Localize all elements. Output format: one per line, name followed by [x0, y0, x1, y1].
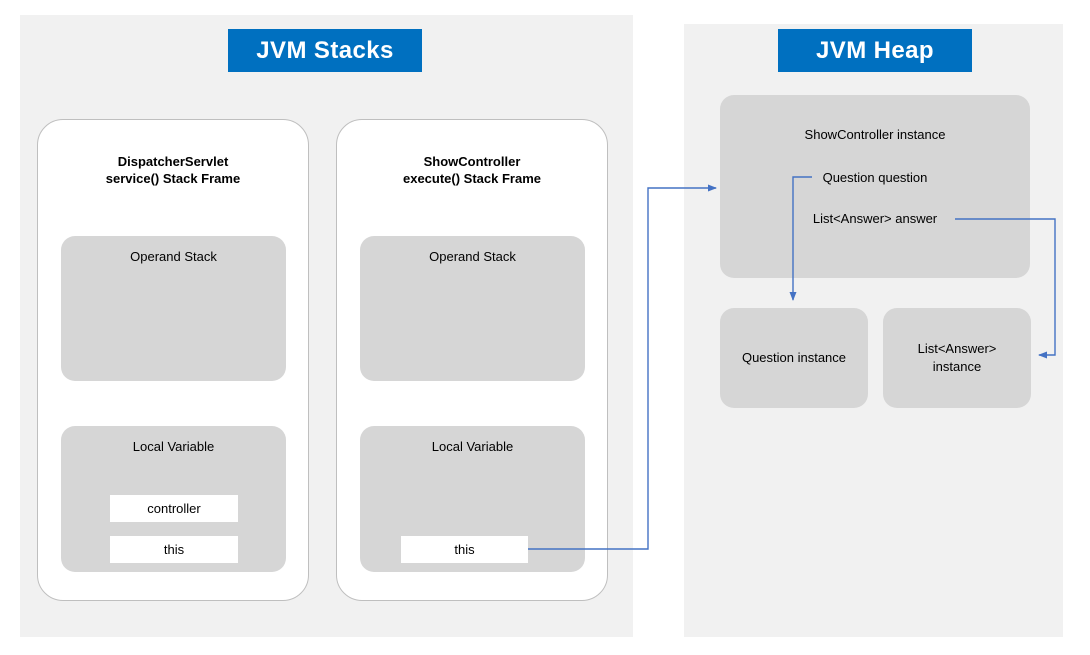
operand-stack-dispatcher-servlet-label: Operand Stack: [130, 249, 217, 264]
heap-field-question: Question question: [822, 170, 928, 185]
heap-object-question-instance: Question instance: [720, 308, 868, 408]
local-variable-slot-this-show-controller: this: [401, 536, 528, 563]
heap-object-list-answer-instance: List<Answer> instance: [883, 308, 1031, 408]
local-variable-slot-controller: controller: [110, 495, 238, 522]
stack-frame-show-controller-title: ShowController execute() Stack Frame: [402, 154, 541, 186]
operand-stack-dispatcher-servlet: Operand Stack: [61, 236, 286, 381]
heap-object-show-controller-instance: ShowController instance Question questio…: [720, 95, 1030, 278]
local-variable-dispatcher-servlet-label: Local Variable: [132, 439, 215, 454]
heap-object-question-instance-label: Question instance: [741, 350, 847, 365]
heap-object-list-answer-instance-label: List<Answer> instance: [917, 341, 997, 374]
heap-field-answer: List<Answer> answer: [812, 211, 938, 226]
operand-stack-show-controller: Operand Stack: [360, 236, 585, 381]
heap-object-show-controller-instance-title: ShowController instance: [804, 127, 946, 142]
local-variable-show-controller-label: Local Variable: [431, 439, 514, 454]
stack-frame-dispatcher-servlet-title: DispatcherServlet service() Stack Frame: [105, 154, 241, 186]
jvm-stacks-title-badge: JVM Stacks: [228, 29, 422, 72]
jvm-heap-title-badge: JVM Heap: [778, 29, 972, 72]
local-variable-slot-this-dispatcher: this: [110, 536, 238, 563]
operand-stack-show-controller-label: Operand Stack: [429, 249, 516, 264]
